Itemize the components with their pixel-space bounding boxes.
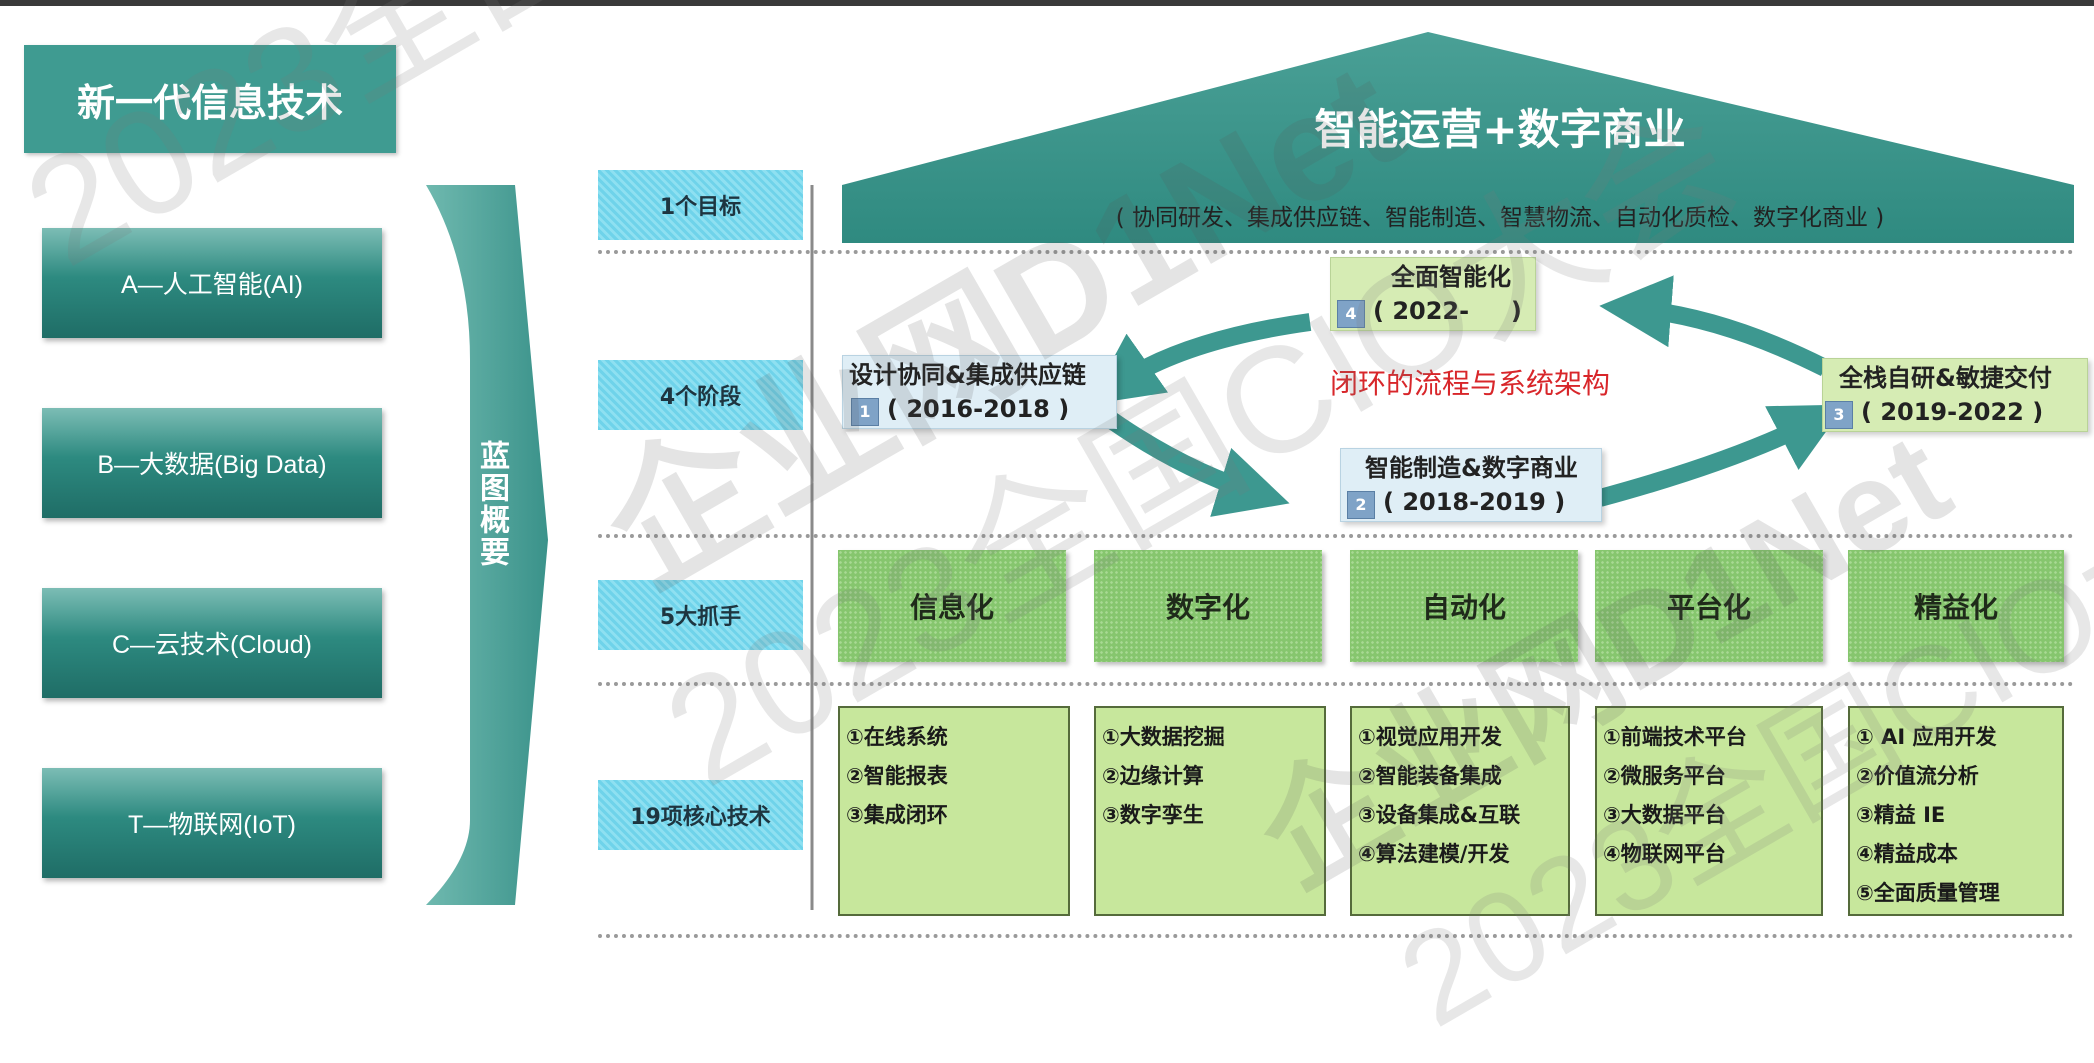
list-item: ②价值流分析: [1856, 764, 1979, 788]
pillar-informatization: 信息化: [838, 550, 1066, 662]
divider: [598, 250, 2074, 254]
stage-3-number: 3: [1825, 401, 1853, 429]
top-border: [0, 0, 2094, 6]
list-item: ④算法建模/开发: [1358, 842, 1510, 866]
blueprint-label: 蓝图概要: [474, 440, 509, 568]
stage-1-years: ( 2016-2018 ): [887, 395, 1070, 423]
stage-2: 智能制造&数字商业 2 ( 2018-2019 ): [1340, 448, 1602, 522]
core-tech-list-5: ① AI 应用开发 ②价值流分析 ③精益 IE ④精益成本 ⑤全面质量管理: [1848, 706, 2064, 916]
tech-item-bigdata: B—大数据(Big Data): [42, 408, 382, 518]
divider: [598, 534, 2074, 538]
list-item: ④物联网平台: [1603, 842, 1726, 866]
stage-1-name: 设计协同&集成供应链: [849, 361, 1086, 389]
core-tech-list-3: ①视觉应用开发 ②智能装备集成 ③设备集成&互联 ④算法建模/开发: [1350, 706, 1570, 916]
list-item: ①视觉应用开发: [1358, 725, 1502, 749]
arrow-3-to-4: [1599, 275, 1830, 377]
row-label-stages: 4个阶段: [598, 360, 803, 430]
list-item: ③设备集成&互联: [1358, 803, 1521, 827]
row-label-pillars: 5大抓手: [598, 580, 803, 650]
core-tech-list-4: ①前端技术平台 ②微服务平台 ③大数据平台 ④物联网平台: [1595, 706, 1823, 916]
list-item: ③集成闭环: [846, 803, 948, 827]
stage-3-years: ( 2019-2022 ): [1861, 398, 2044, 426]
stage-4-name: 全面智能化: [1391, 263, 1511, 291]
arrow-1-to-2: [1094, 404, 1290, 517]
stage-1-number: 1: [851, 398, 879, 426]
diagram-shapes: [426, 32, 2074, 910]
roof-shape: [842, 32, 2074, 243]
core-tech-list-1: ①在线系统 ②智能报表 ③集成闭环: [838, 706, 1070, 916]
stage-1: 设计协同&集成供应链 1 ( 2016-2018 ): [842, 355, 1117, 429]
stage-4-number: 4: [1337, 300, 1365, 328]
blueprint-chevron: [426, 185, 548, 905]
list-item: ④精益成本: [1856, 842, 1958, 866]
pillar-lean: 精益化: [1848, 550, 2064, 662]
pillar-automation: 自动化: [1350, 550, 1578, 662]
section-title: 新一代信息技术: [24, 45, 396, 153]
roof-subtitle: ( 协同研发、集成供应链、智能制造、智慧物流、自动化质检、数字化商业 ): [1115, 205, 1885, 231]
tech-item-ai: A—人工智能(AI): [42, 228, 382, 338]
list-item: ②智能报表: [846, 764, 948, 788]
list-item: ②微服务平台: [1603, 764, 1726, 788]
roof-title: 智能运营+数字商业: [1314, 105, 1686, 154]
list-item: ① AI 应用开发: [1856, 725, 1997, 749]
list-item: ①前端技术平台: [1603, 725, 1747, 749]
row-label-core-tech: 19项核心技术: [598, 780, 803, 850]
stage-3-name: 全栈自研&敏捷交付: [1839, 364, 2052, 392]
pillar-platformization: 平台化: [1595, 550, 1823, 662]
stage-3: 全栈自研&敏捷交付 3 ( 2019-2022 ): [1822, 358, 2088, 432]
loop-label: 闭环的流程与系统架构: [1330, 367, 1611, 400]
list-item: ①大数据挖掘: [1102, 725, 1225, 749]
core-tech-list-2: ①大数据挖掘 ②边缘计算 ③数字孪生: [1094, 706, 1326, 916]
stage-4: 全面智能化 4 ( 2022- ): [1330, 257, 1536, 331]
list-item: ③大数据平台: [1603, 803, 1726, 827]
tech-item-cloud: C—云技术(Cloud): [42, 588, 382, 698]
list-item: ③数字孪生: [1102, 803, 1204, 827]
tech-item-iot: T—物联网(IoT): [42, 768, 382, 878]
stage-2-years: ( 2018-2019 ): [1383, 488, 1566, 516]
row-label-goal: 1个目标: [598, 170, 803, 240]
arrow-2-to-3: [1597, 404, 1846, 507]
list-item: ①在线系统: [846, 725, 948, 749]
divider: [598, 682, 2074, 686]
arrow-4-to-1: [1088, 313, 1312, 405]
list-item: ②智能装备集成: [1358, 764, 1502, 788]
stage-4-years: ( 2022- ): [1373, 297, 1522, 325]
list-item: ③精益 IE: [1856, 803, 1946, 827]
stage-2-name: 智能制造&数字商业: [1365, 454, 1578, 482]
list-item: ⑤全面质量管理: [1856, 881, 2000, 905]
stage-2-number: 2: [1347, 491, 1375, 519]
pillar-digitalization: 数字化: [1094, 550, 1322, 662]
divider: [598, 934, 2074, 938]
list-item: ②边缘计算: [1102, 764, 1204, 788]
